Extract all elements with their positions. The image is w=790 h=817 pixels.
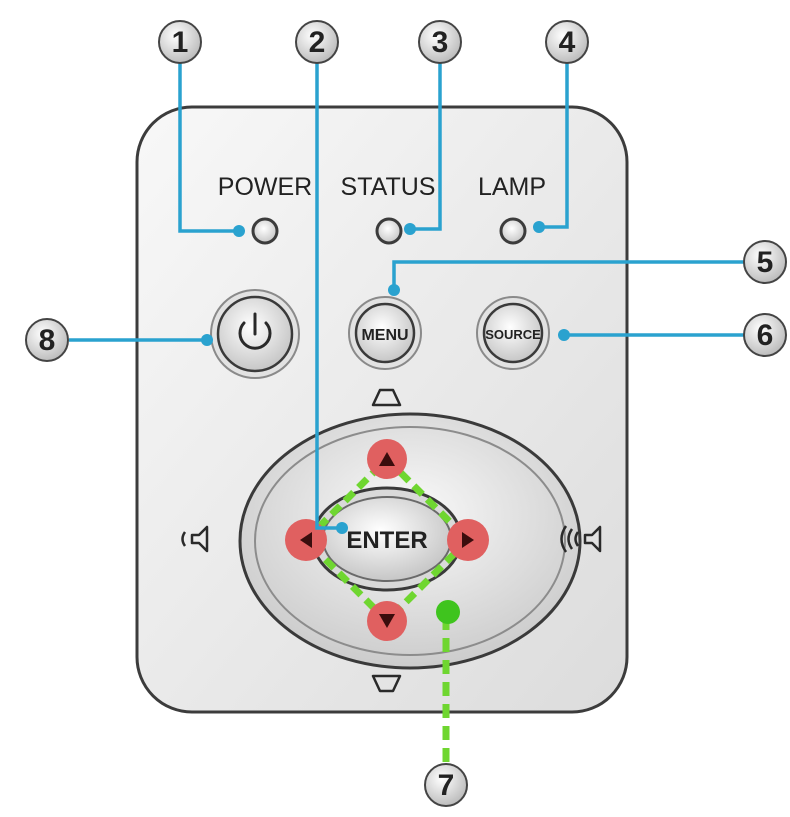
source-button[interactable]: SOURCE [476,296,550,370]
callout-2: 2 [295,20,339,64]
callout-3: 3 [418,20,462,64]
leader-dot-7 [436,600,460,624]
leader-dots [201,221,570,534]
callout-5: 5 [743,240,787,284]
leader-line-4 [539,62,569,229]
leader-line-3 [410,62,442,231]
volume-down-icon [181,525,209,553]
down-arrow-button[interactable] [367,601,407,641]
callout-4: 4 [545,20,589,64]
callout-2-number: 2 [309,26,326,59]
up-triangle-icon [371,388,402,407]
leader-line-2 [315,62,342,530]
callout-7-number: 7 [438,769,455,802]
callout-8: 8 [25,318,69,362]
callout-6-number: 6 [757,319,774,352]
leader-line-1 [178,62,239,233]
enter-button-label: ENTER [346,527,427,554]
lamp-indicator-label: LAMP [478,173,546,201]
left-arrow-button[interactable] [285,519,327,561]
right-arrow-button[interactable] [447,519,489,561]
callout-1: 1 [158,20,202,64]
power-button[interactable] [210,289,300,379]
callout-1-number: 1 [172,26,189,59]
down-arrow-icon [379,614,395,628]
callout-4-number: 4 [559,26,576,59]
power-led [251,217,279,245]
menu-button[interactable]: MENU [348,296,422,370]
status-indicator-label: STATUS [341,173,436,201]
power-indicator-label: POWER [218,173,312,201]
callout-6: 6 [743,313,787,357]
callout-5-number: 5 [757,246,774,279]
left-arrow-icon [300,532,312,548]
up-arrow-icon [379,452,395,466]
volume-up-icon [560,525,602,553]
up-arrow-button[interactable] [367,439,407,479]
callout-3-number: 3 [432,26,449,59]
menu-button-label: MENU [361,327,408,344]
callout-8-number: 8 [39,324,56,357]
leader-lines [69,62,745,530]
right-arrow-icon [462,532,474,548]
leader-line-5 [392,260,745,290]
power-icon [238,312,272,350]
direction-pad-ring [254,426,566,656]
status-led [375,217,403,245]
enter-button[interactable]: ENTER [311,486,463,592]
lamp-led [499,217,527,245]
down-triangle-icon [371,674,402,693]
source-button-label: SOURCE [485,327,541,342]
callout-7: 7 [424,763,468,807]
